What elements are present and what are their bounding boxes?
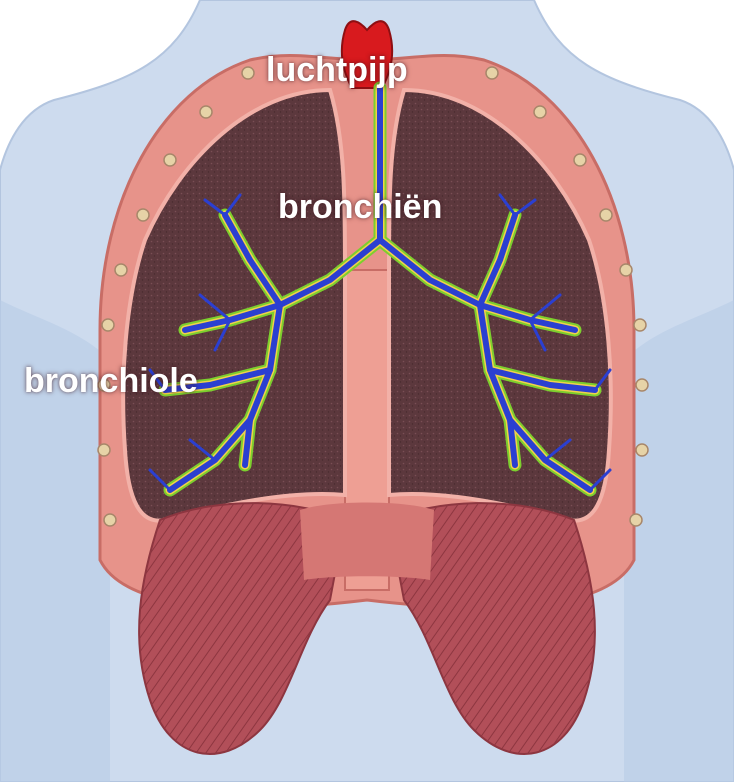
label-bronchi: bronchiën bbox=[278, 190, 442, 224]
diaphragm-central bbox=[300, 503, 434, 581]
label-trachea: luchtpijp bbox=[266, 53, 408, 87]
label-bronchiole: bronchiole bbox=[24, 364, 198, 398]
shoulder-shade-right bbox=[624, 300, 734, 782]
